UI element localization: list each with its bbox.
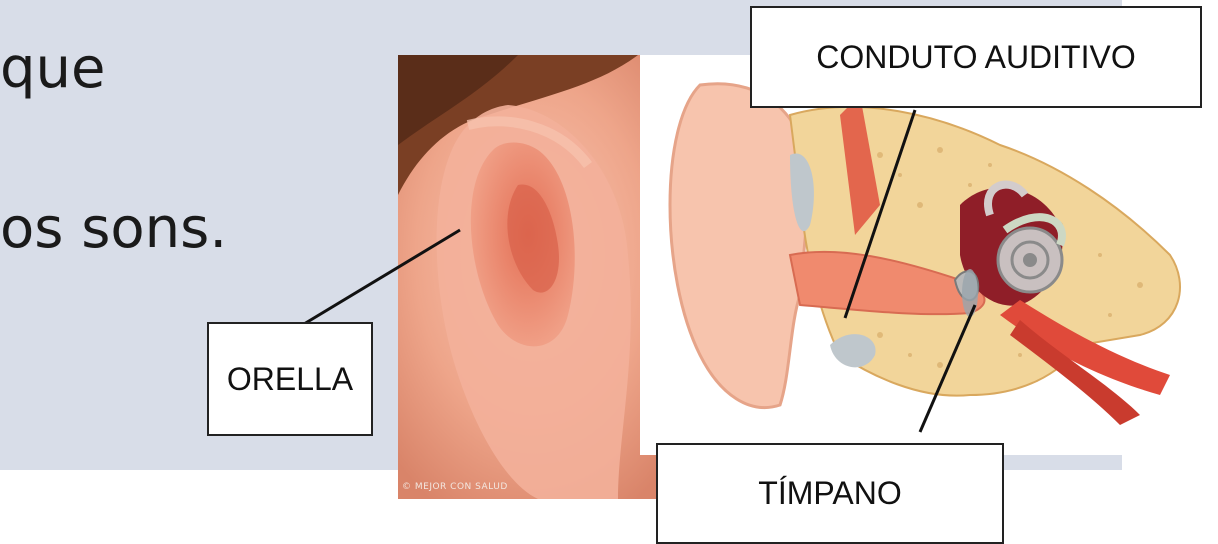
ear-anatomy-diagram <box>640 55 1200 455</box>
label-orella: ORELLA <box>207 322 373 436</box>
label-conduto-auditivo: CONDUTO AUDITIVO <box>750 6 1202 108</box>
slide-text-line-1: que <box>0 36 106 101</box>
label-timpano: TÍMPANO <box>656 443 1004 544</box>
slide-text-line-2: os sons. <box>0 196 227 261</box>
image-watermark: © MEJOR CON SALUD <box>402 482 508 492</box>
